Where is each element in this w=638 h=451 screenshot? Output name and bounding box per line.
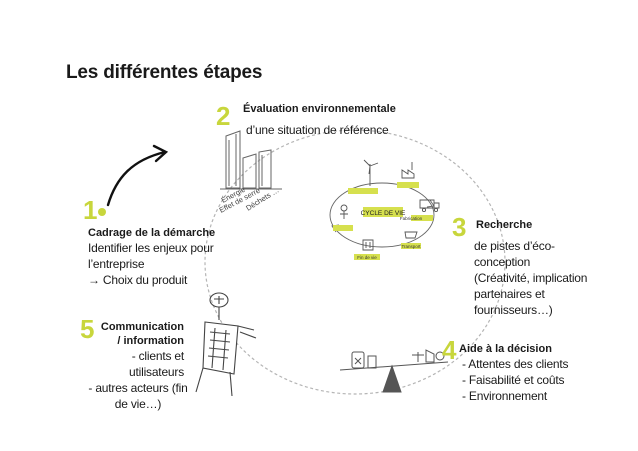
step3-number: 3	[452, 212, 467, 242]
balance-scale-sketch	[339, 349, 449, 393]
step3-line: de pistes d’éco-	[474, 239, 555, 253]
step1-dot	[98, 208, 106, 216]
step4-number: 4	[442, 335, 457, 365]
step5-line: de vie…)	[114, 397, 162, 411]
step4-heading: Aide à la décision	[459, 343, 552, 355]
step3-line: partenaires et	[474, 287, 545, 301]
step1-line: → Choix du produit	[88, 273, 188, 287]
impact-bars-sketch	[220, 130, 282, 190]
step1-text: Identifier les enjeux pour l’entreprise …	[88, 240, 214, 288]
reader-figure-sketch	[195, 292, 257, 397]
step1-line: l’entreprise	[88, 257, 145, 271]
step2-text: d’une situation de référence	[246, 123, 389, 137]
step1-heading: Cadrage de la démarche	[88, 227, 216, 239]
step5-line: - clients et	[131, 349, 184, 363]
step4-line: - Faisabilité et coûts	[462, 373, 565, 387]
step3-line: fournisseurs…)	[474, 303, 553, 317]
page-title: Les différentes étapes	[66, 62, 263, 83]
step4-line: - Attentes des clients	[462, 357, 569, 371]
label-cycle: CYCLE DE VIE	[361, 210, 406, 217]
step3-line: conception	[474, 255, 531, 269]
cycle-icons-sketch	[340, 159, 440, 251]
step5-text-more: - autres acteurs (fin de vie…)	[82, 380, 194, 412]
label-fin-de-vie: Fin de vie	[357, 255, 377, 260]
arrow-step1-to-step2	[106, 144, 169, 207]
step2-heading: Évaluation environnementale	[243, 103, 396, 115]
step1-line: Identifier les enjeux pour	[88, 241, 214, 255]
label-transport: Transport	[401, 244, 421, 249]
step3-heading: Recherche	[476, 219, 533, 231]
step5-heading-line: / information	[117, 335, 184, 347]
step4-text: - Attentes des clients - Faisabilité et …	[462, 356, 569, 404]
label-fabrication: Fabrication	[400, 216, 423, 221]
cycle-stage-tags	[333, 182, 433, 260]
cycle-center-tag: CYCLE DE VIE	[361, 207, 406, 217]
step5-line: utilisateurs	[129, 365, 184, 379]
step4-line: - Environnement	[462, 389, 548, 403]
step5-text: - clients et utilisateurs	[60, 348, 184, 380]
step5-line: - autres acteurs (fin	[88, 381, 188, 395]
step1-number: 1	[83, 195, 98, 225]
step5-number: 5	[80, 314, 95, 344]
cycle-circle	[204, 129, 506, 395]
step3-text: de pistes d’éco- conception (Créativité,…	[474, 238, 587, 318]
step5-heading: Communication / information	[98, 320, 184, 348]
step3-line: (Créativité, implication	[474, 271, 588, 285]
step5-heading-line: Communication	[100, 321, 184, 333]
step2-number: 2	[216, 101, 231, 131]
